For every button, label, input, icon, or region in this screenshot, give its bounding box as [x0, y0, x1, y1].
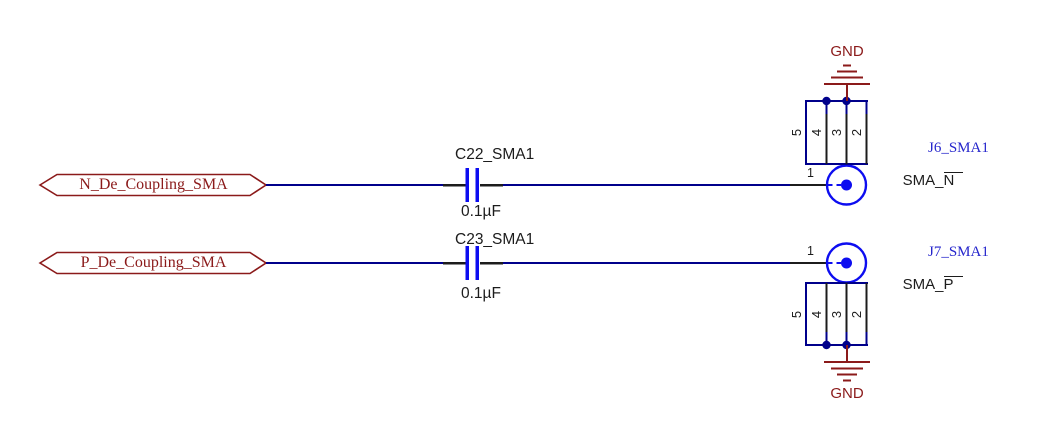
pin-number-j6-3: 3: [829, 128, 845, 137]
pin-number-j7-3: 3: [829, 310, 845, 318]
pin-number-j6-5: 5: [789, 128, 805, 137]
capacitor-c22-symbol[interactable]: [443, 168, 503, 202]
sma-connector-j7-symbol[interactable]: [790, 242, 868, 350]
pin-number-j6-2: 2: [849, 128, 865, 137]
pin-number-j6-4: 4: [809, 128, 825, 137]
gnd-symbol-bottom[interactable]: [824, 345, 870, 382]
capacitor-designator-c22: C22_SMA1: [455, 146, 535, 163]
connector-designator-j6: J6_SMA1: [928, 140, 989, 156]
gnd-label-bottom: GND: [830, 385, 864, 402]
capacitor-value-c23: 0.1µF: [461, 285, 501, 302]
capacitor-designator-c23: C23_SMA1: [455, 231, 535, 248]
gnd-label-top: GND: [830, 43, 864, 60]
connector-netname-sma-p: SMA_P: [886, 261, 963, 307]
connector-netname-sma-n: SMA_N: [886, 157, 964, 203]
net-label-p: P_De_Coupling_SMA: [80, 254, 227, 271]
sma-connector-j6-symbol[interactable]: [790, 96, 868, 206]
junction-dot: [822, 96, 831, 106]
pin-number-j7-2: 2: [849, 310, 865, 318]
pin1-number-j7: 1: [807, 244, 814, 258]
pin1-number-j6: 1: [807, 166, 814, 180]
net-label-n: N_De_Coupling_SMA: [79, 176, 228, 193]
junction-dot: [822, 340, 831, 350]
connector-designator-j7: J7_SMA1: [928, 244, 989, 260]
capacitor-value-c22: 0.1µF: [461, 203, 501, 220]
pin-number-j7-4: 4: [809, 310, 825, 318]
pin-number-j7-5: 5: [789, 310, 805, 318]
gnd-symbol-top[interactable]: [824, 64, 870, 102]
capacitor-c23-symbol[interactable]: [443, 246, 503, 280]
